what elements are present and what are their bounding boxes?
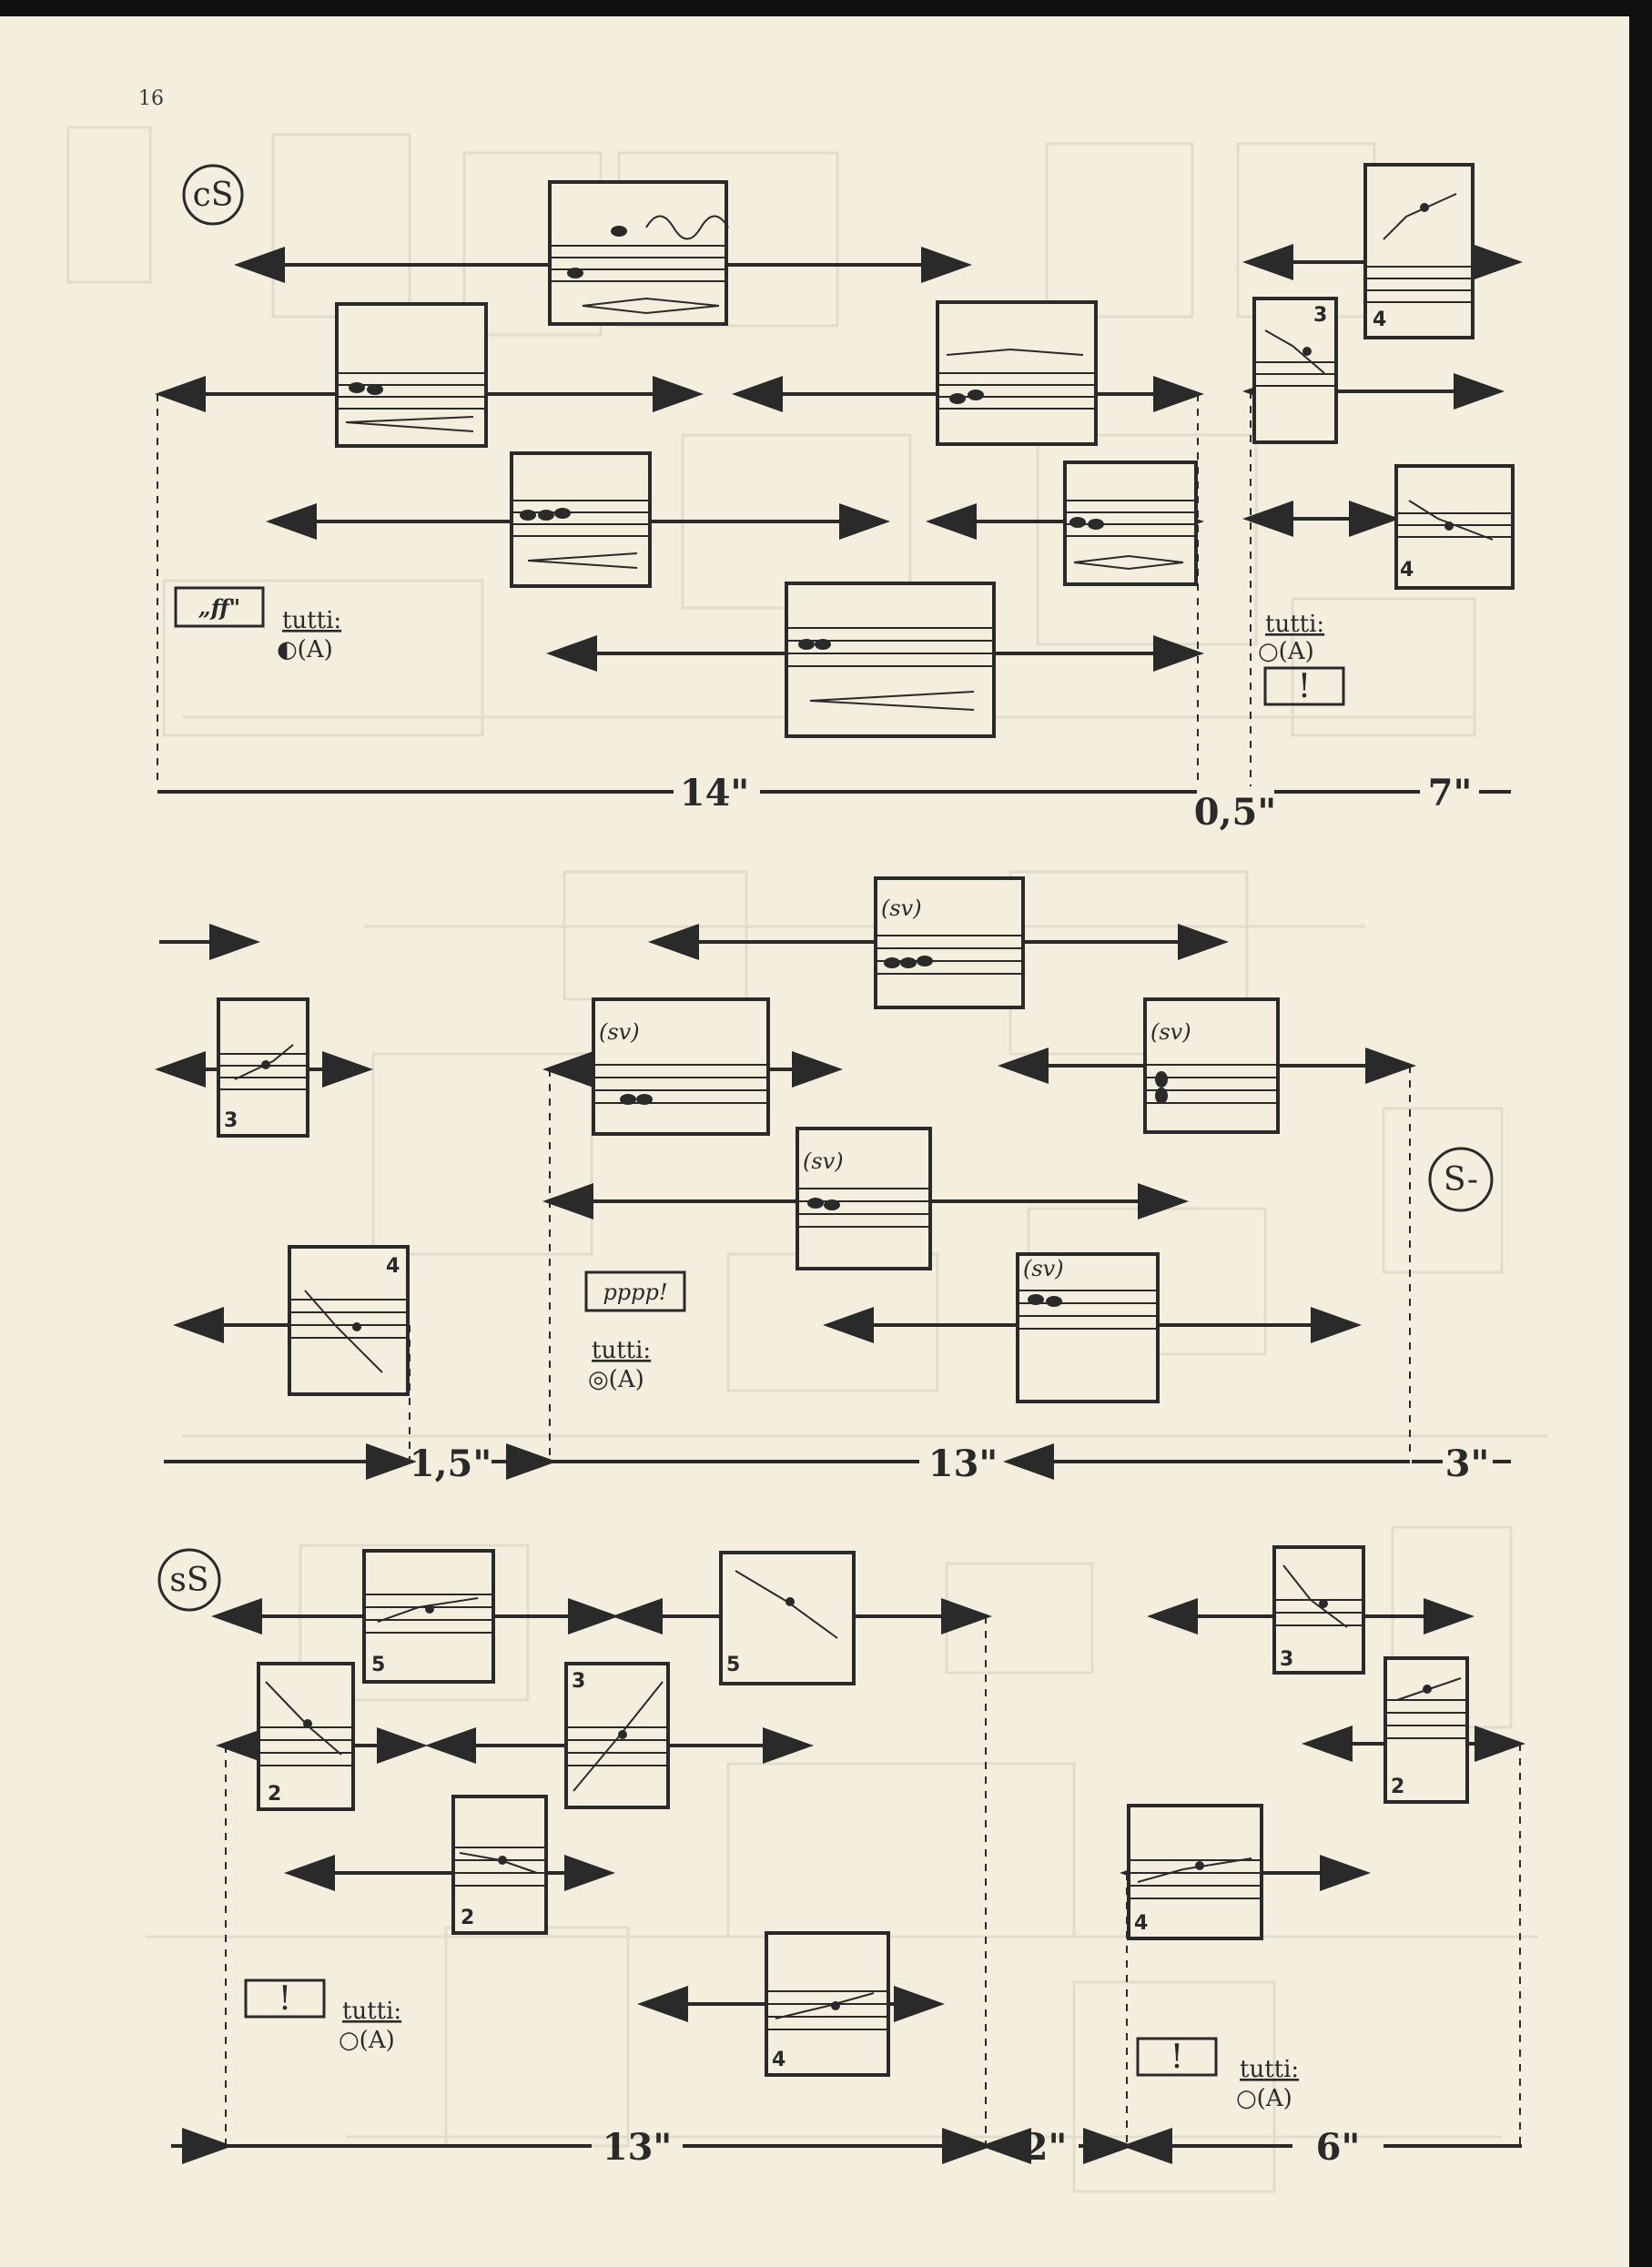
box-number: 4 <box>1400 559 1414 582</box>
box-number: 4 <box>1134 1912 1148 1935</box>
score-canvas: 3 4 4 cS „ff" tutti: ◐(A) tutti: ○(A) ! … <box>66 126 1547 2193</box>
svg-text:!: ! <box>279 1980 291 2018</box>
box-number: 2 <box>1391 1776 1404 1798</box>
tutti-value: ◐(A) <box>277 636 333 663</box>
box-number: 4 <box>1373 309 1386 331</box>
svg-text:cS: cS <box>193 177 234 214</box>
svg-text:pppp!: pppp! <box>603 1280 667 1305</box>
duration-label: 3" <box>1445 1442 1490 1485</box>
svg-text:„ff": „ff" <box>198 594 240 621</box>
box-number: 2 <box>461 1907 474 1929</box>
tutti-value: ○(A) <box>1258 638 1314 665</box>
duration-label: 1,5" <box>410 1442 492 1485</box>
duration-label: 13" <box>603 2126 673 2169</box>
duration-label: 2" <box>1023 2126 1068 2169</box>
exclaim-box: ! <box>1263 666 1345 706</box>
box-number: 4 <box>386 1255 400 1278</box>
svg-text:S-: S- <box>1444 1161 1478 1199</box>
tutti-label: tutti: <box>592 1337 651 1364</box>
box-number: 3 <box>572 1670 585 1693</box>
box-number: 3 <box>1280 1648 1293 1671</box>
section-3 <box>171 1545 1525 2164</box>
sv-label: (sv) <box>881 896 922 921</box>
page-number: 16 <box>138 87 164 110</box>
duration-label: 0,5" <box>1194 791 1276 834</box>
box-number: 3 <box>224 1109 238 1132</box>
sv-label: (sv) <box>803 1149 844 1174</box>
section-2 <box>155 876 1511 1480</box>
tutti-label: tutti: <box>282 607 341 634</box>
duration-label: 14" <box>680 772 750 815</box>
duration-label: 13" <box>928 1442 998 1485</box>
sv-label: (sv) <box>1150 1019 1191 1045</box>
section-symbol-cs: cS <box>182 164 244 226</box>
box-number: 4 <box>772 2049 785 2071</box>
box-number: 3 <box>1313 304 1327 327</box>
tutti-value: ○(A) <box>1236 2085 1292 2112</box>
section-1 <box>155 163 1523 794</box>
duration-label: 6" <box>1316 2126 1361 2169</box>
box-number: 5 <box>726 1654 740 1676</box>
tutti-label: tutti: <box>1240 2056 1299 2083</box>
svg-text:!: ! <box>1298 668 1311 705</box>
dynamic-box: pppp! <box>584 1270 686 1312</box>
tutti-value: ○(A) <box>339 2027 395 2054</box>
duration-label: 7" <box>1428 772 1473 815</box>
section-symbol-s-minus: S- <box>1428 1147 1494 1212</box>
exclaim-box: ! <box>244 1979 326 2019</box>
tutti-value: ◎(A) <box>588 1366 644 1393</box>
section-symbol-ss: sS <box>157 1548 221 1612</box>
svg-text:!: ! <box>1171 2039 1183 2076</box>
box-number: 5 <box>371 1654 385 1676</box>
tutti-label: tutti: <box>1265 611 1324 638</box>
svg-text:sS: sS <box>169 1562 208 1599</box>
sv-label: (sv) <box>1023 1256 1064 1281</box>
box-number: 2 <box>268 1783 281 1806</box>
sv-label: (sv) <box>599 1019 640 1045</box>
tutti-label: tutti: <box>342 1998 401 2025</box>
exclaim-box: ! <box>1136 2037 1218 2077</box>
dynamic-box: „ff" <box>174 586 265 628</box>
score-page: 16 <box>0 16 1629 2267</box>
